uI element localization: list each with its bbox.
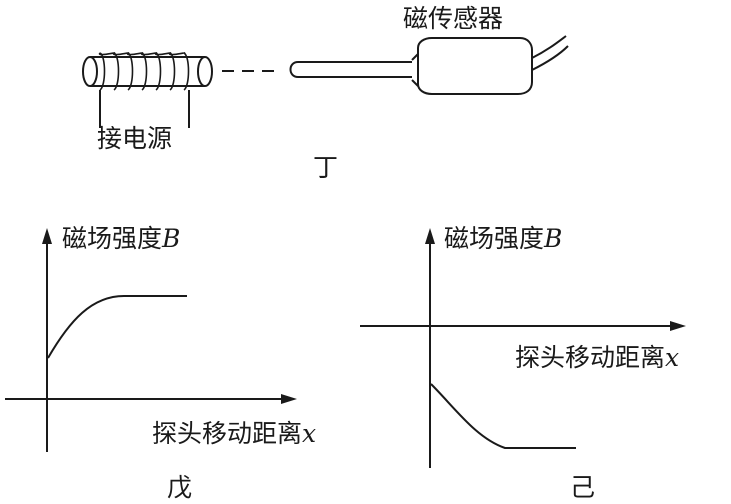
- graph-wu: 磁场强度B 探头移动距离x 戊: [5, 224, 316, 502]
- y-label-ji: 磁场强度B: [444, 224, 562, 253]
- coil-windings: [98, 52, 190, 91]
- solenoid-left-end: [82, 56, 98, 87]
- x-label-ji: 探头移动距离x: [515, 343, 679, 372]
- caption-ding: 丁: [313, 153, 338, 182]
- graph-ji: 磁场强度B 探头移动距离x 己: [360, 224, 686, 502]
- sensor-body: [417, 37, 533, 95]
- caption-wu: 戊: [167, 473, 192, 502]
- coil-apparatus: 接电源: [82, 52, 213, 153]
- x-label-wu: 探头移动距离x: [152, 419, 316, 448]
- coil-label: 接电源: [97, 124, 172, 153]
- x-axis-arrow-wu: [281, 394, 297, 404]
- sensor-probe-tip: [289, 61, 299, 78]
- curve-ji: [430, 383, 576, 449]
- sensor-probe-rod: [298, 61, 412, 78]
- sensor-label: 磁传感器: [403, 4, 503, 33]
- curve-wu: [47, 295, 187, 359]
- magnetic-sensor: 磁传感器: [289, 4, 569, 95]
- sensor-neck: [411, 53, 419, 87]
- sensor-cable-upper: [531, 35, 567, 59]
- x-axis-arrow-ji: [670, 321, 686, 331]
- y-axis-arrow-ji: [425, 228, 435, 244]
- y-axis-arrow-wu: [42, 228, 52, 244]
- caption-ji: 己: [570, 473, 595, 502]
- sensor-cable-lower: [531, 45, 569, 71]
- solenoid-right-end: [197, 56, 213, 87]
- y-label-wu: 磁场强度B: [62, 224, 180, 253]
- solenoid-core: [90, 56, 205, 87]
